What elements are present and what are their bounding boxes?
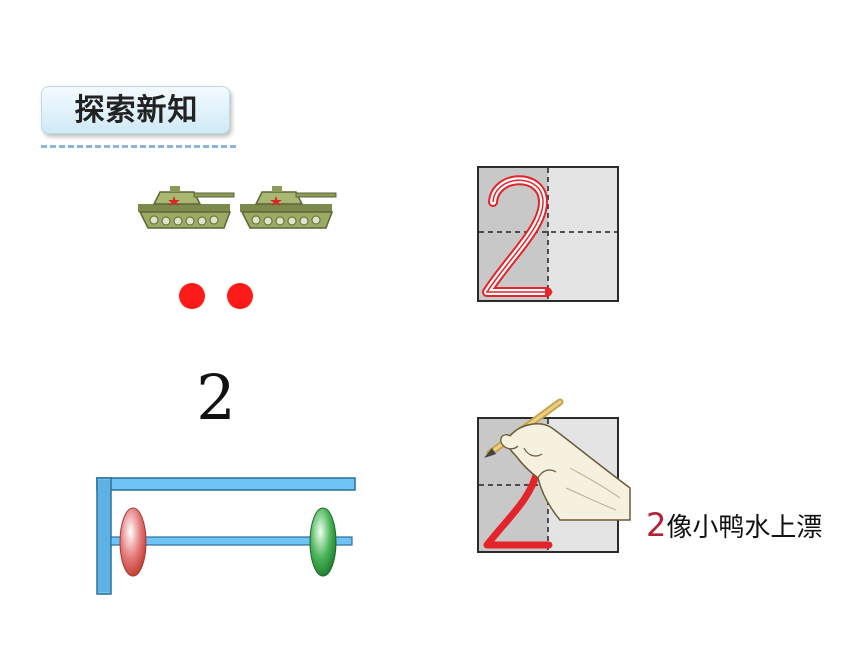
hand-pencil-icon	[480, 398, 635, 528]
tank-icon	[238, 176, 338, 242]
caption-text: 像小鸭水上漂	[666, 513, 823, 543]
counting-dot	[179, 283, 205, 309]
section-title: 探索新知	[74, 93, 199, 128]
section-header-badge: 探索新知	[41, 86, 230, 134]
counting-dot	[227, 283, 253, 309]
numeral-two: 2	[196, 361, 236, 434]
tracing-grid-numeral	[477, 166, 619, 302]
caption-number: 2	[646, 506, 667, 544]
tank-icon	[136, 176, 236, 242]
rhyme-caption: 2像小鸭水上漂	[646, 505, 822, 545]
abacus	[94, 474, 359, 602]
section-divider	[41, 145, 236, 148]
